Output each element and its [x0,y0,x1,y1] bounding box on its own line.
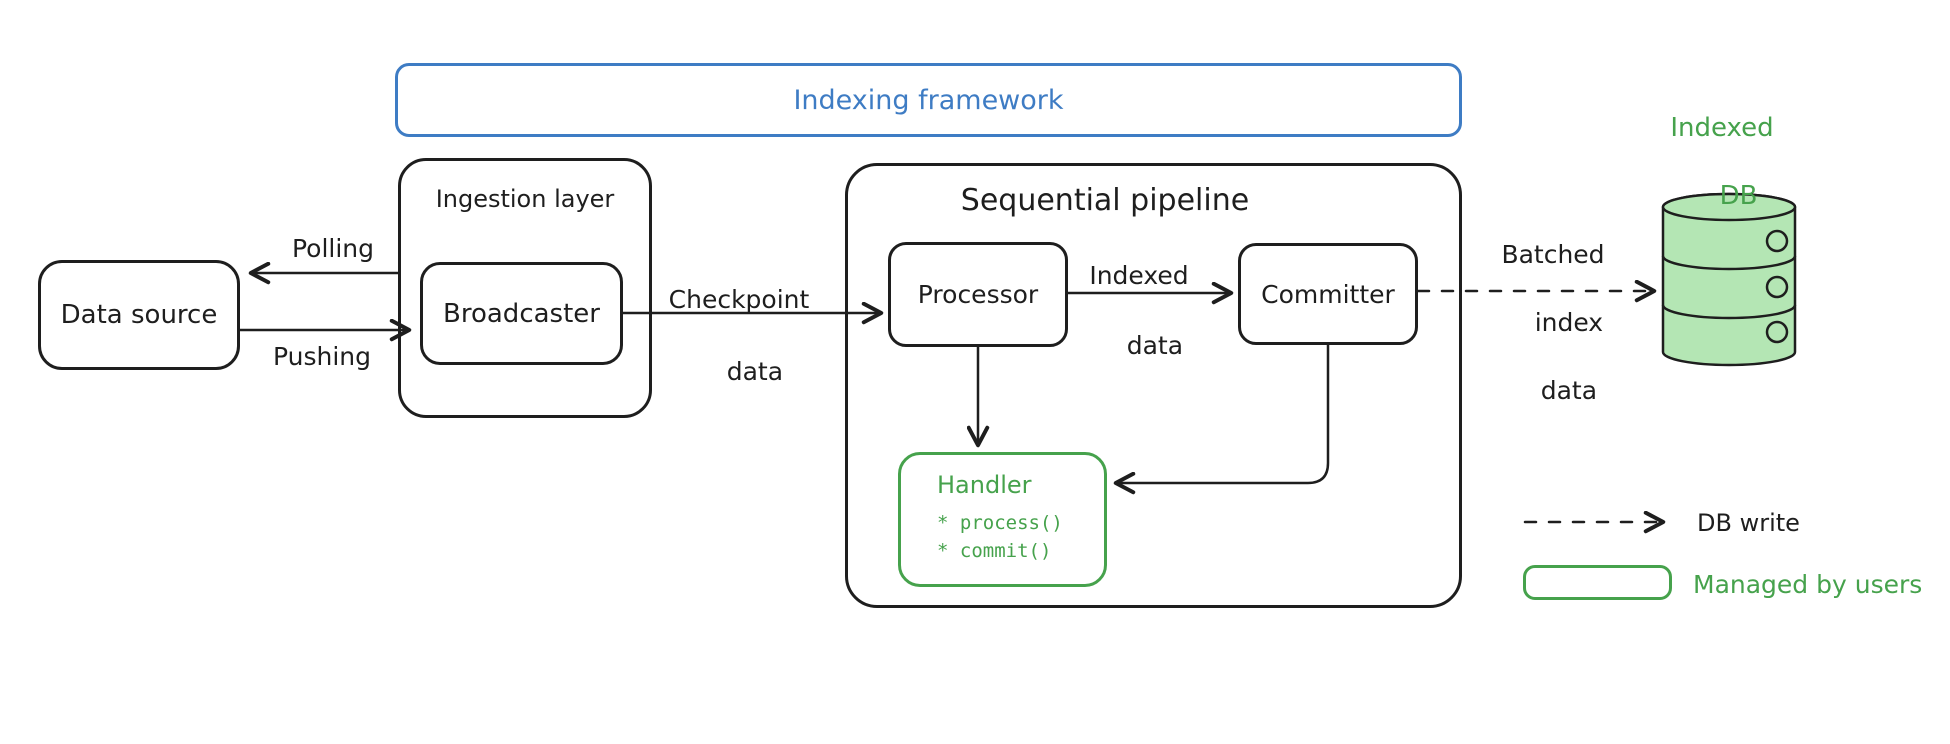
indexed-db-label: Indexed DB [1670,113,1774,211]
broadcaster-label: Broadcaster [443,298,600,329]
committer-node: Committer [1238,243,1418,345]
batched-index-data-edge-label: Batched index data [1501,240,1605,405]
indexing-framework-frame: Indexing framework [395,63,1462,137]
handler-method-process: * process() [937,512,1063,534]
managed-by-users-legend-label: Managed by users [1693,570,1923,599]
data-source-label: Data source [60,300,218,330]
handler-method-commit: * commit() [937,540,1052,562]
pushing-edge-label: Pushing [272,342,371,371]
sequential-pipeline-label: Sequential pipeline [960,183,1250,218]
indexed-data-edge-label: Indexed data [1089,261,1189,360]
handler-node: Handler * process() * commit() [898,452,1107,587]
database-icon [1661,192,1797,367]
ingestion-layer-label: Ingestion layer [435,185,615,213]
processor-node: Processor [888,242,1068,347]
committer-label: Committer [1261,279,1395,309]
processor-label: Processor [917,280,1039,309]
data-source-node: Data source [38,260,240,370]
checkpoint-data-edge-label: Checkpoint data [668,285,810,386]
sequential-pipeline-group [845,163,1462,608]
indexing-framework-label: Indexing framework [793,84,1064,116]
polling-edge-label: Polling [291,234,375,263]
db-write-legend-label: DB write [1697,509,1800,537]
committer-to-handler-arrow [1113,343,1330,495]
handler-label: Handler [937,471,1032,499]
managed-by-users-legend-swatch [1523,565,1672,600]
ingestion-layer-group [398,158,652,418]
broadcaster-node: Broadcaster [420,262,623,365]
